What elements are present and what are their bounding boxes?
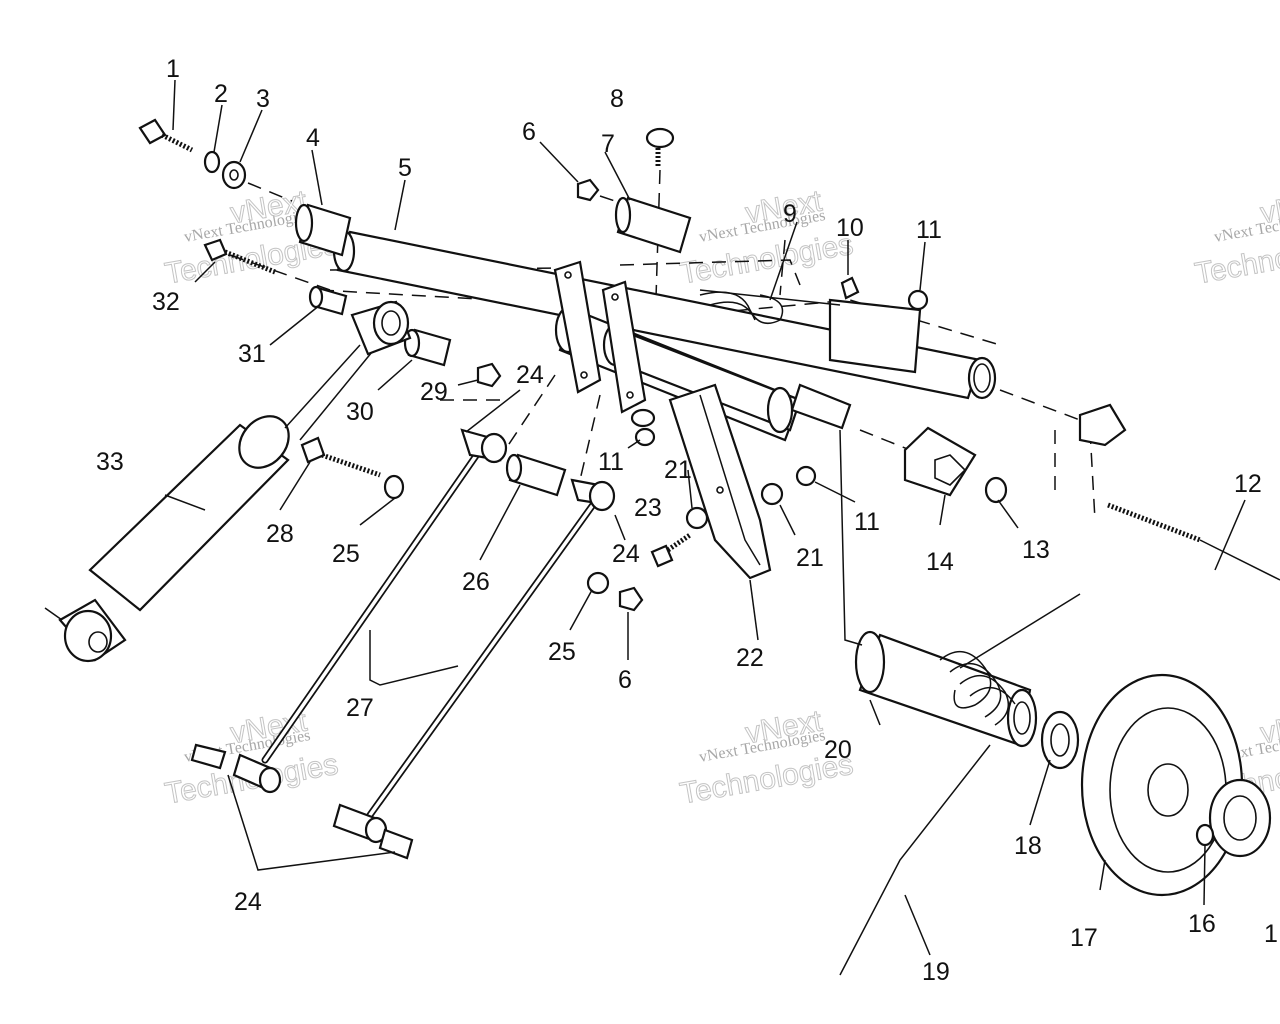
clip-9 [699,291,784,325]
callout-8: 8 [610,85,624,113]
callout-5: 5 [398,154,412,182]
callout-14: 14 [926,548,954,576]
washer-18 [1040,710,1080,770]
callout-9: 9 [783,200,797,228]
callout-2: 2 [214,80,228,108]
callout-4: 4 [306,124,320,152]
callout-31: 31 [238,340,266,368]
callout-6: 6 [618,666,632,694]
callout-22: 22 [736,644,764,672]
callout-11: 11 [916,216,942,244]
callout-18: 18 [1014,832,1042,860]
bracket-right [601,280,647,414]
callout-3: 3 [256,85,270,113]
callout-21: 21 [664,456,692,484]
callout-23: 23 [634,494,662,522]
callout-27: 27 [346,694,374,722]
strap-22 [668,383,772,580]
wheel-17 [1080,673,1244,897]
callout-16: 16 [1188,910,1216,938]
hardware [138,118,1008,612]
callout-29: 29 [420,378,448,406]
callout-7: 7 [601,130,615,158]
sleeve-4 [294,203,352,257]
callout-1: 1 [166,55,180,83]
spring-19 [839,593,1081,976]
callout-33: 33 [96,448,124,476]
callout-25: 25 [332,540,360,568]
leader-lines [164,79,1246,956]
callout-26: 26 [462,568,490,596]
bearing-16 [1195,823,1215,847]
callout-numbers: 1 2 3 4 5 6 7 8 9 10 11 32 31 30 29 24 1… [96,55,1278,986]
callout-24: 24 [234,888,262,916]
callout-15: 1 [1264,920,1278,948]
hub-15 [1208,778,1272,858]
callout-32: 32 [152,288,180,316]
callout-24: 24 [612,540,640,568]
rods-27 [190,428,616,860]
callout-11: 11 [598,448,624,476]
callout-28: 28 [266,520,294,548]
callout-19: 19 [922,958,950,986]
rod-12 [1078,403,1280,581]
callout-25: 25 [548,638,576,666]
callout-24: 24 [516,361,544,389]
callout-11: 11 [854,508,880,536]
callout-30: 30 [346,398,374,426]
bracket-14 [903,426,977,497]
sleeve-7 [614,196,692,254]
tube-5 [332,229,997,400]
shock-33 [44,300,412,663]
callout-21: 21 [796,544,824,572]
callout-17: 17 [1070,924,1098,952]
callout-12: 12 [1234,470,1262,498]
callout-13: 13 [1022,536,1050,564]
axle-20 [854,630,1038,748]
callout-10: 10 [836,214,864,242]
callout-20: 20 [824,736,852,764]
bracket-left [553,260,602,394]
callout-6: 6 [522,118,536,146]
